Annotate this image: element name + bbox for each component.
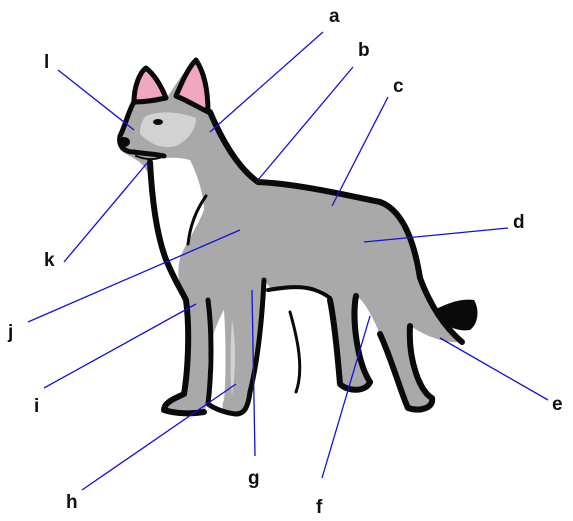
leader-line-l — [58, 70, 134, 130]
label-b: b — [358, 40, 370, 61]
label-c: c — [393, 76, 404, 97]
label-a: a — [329, 6, 340, 27]
label-g: g — [248, 468, 260, 489]
label-k: k — [44, 250, 55, 271]
dog-illustration — [118, 60, 477, 414]
leader-line-a — [210, 32, 323, 132]
leader-line-k — [64, 162, 148, 262]
leader-line-i — [44, 304, 196, 388]
dog-nose — [118, 137, 130, 147]
label-h: h — [66, 492, 78, 513]
label-e: e — [552, 394, 563, 415]
label-j: j — [7, 322, 13, 343]
dog-eye — [153, 119, 163, 125]
leader-line-b — [258, 67, 353, 180]
label-f: f — [316, 497, 323, 518]
dog-ear-left — [134, 68, 166, 102]
leader-line-h — [82, 384, 236, 490]
label-i: i — [34, 396, 39, 417]
label-l: l — [44, 52, 49, 73]
label-d: d — [513, 212, 525, 233]
dog-hind-inner-line — [290, 312, 300, 392]
leader-line-e — [440, 338, 548, 400]
leader-line-c — [332, 97, 388, 206]
